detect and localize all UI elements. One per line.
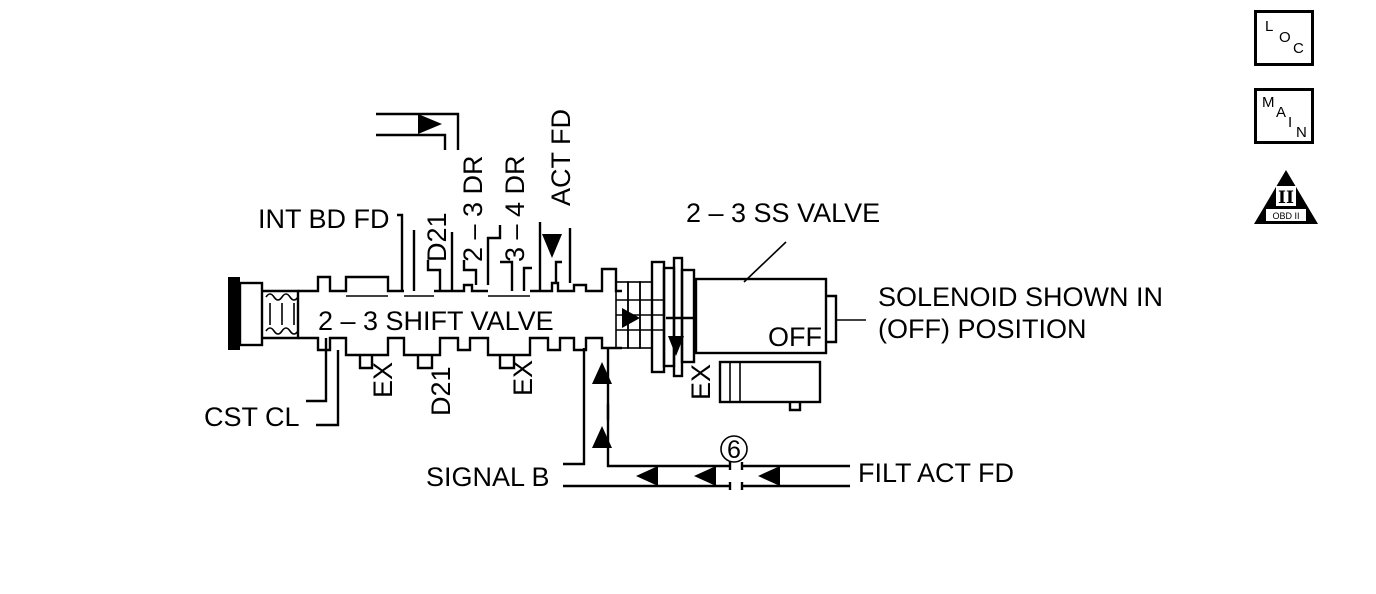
solenoid-state: OFF [768,322,822,352]
obd-ii-button[interactable]: II OBD II [1252,168,1320,226]
filt-act-fd-label: FILT ACT FD [858,458,1014,488]
main-letter-n: N [1296,124,1307,141]
main-letter-m: M [1262,94,1275,111]
obd-numeral: II [1278,188,1294,208]
ex-label-1: EX [368,362,398,398]
ss-passage [615,256,696,378]
solenoid-note-line2: (OFF) POSITION [878,314,1087,344]
solenoid-body [694,241,866,412]
main-letter-i: I [1288,114,1293,131]
loc-letter-l: L [1265,18,1274,35]
valve-label: 2 – 3 SHIFT VALVE [318,306,554,336]
lower-ports [306,338,516,427]
main-letter-a: A [1276,104,1287,121]
int-bd-fd-label: INT BD FD [258,204,390,234]
solenoid-note-line1: SOLENOID SHOWN IN [878,282,1163,312]
loc-letter-c: C [1293,40,1304,57]
main-button[interactable]: M A I N [1254,88,1314,144]
ex-label-3: EX [686,364,716,400]
loc-button[interactable]: L O C [1254,10,1314,66]
signal-b-label: SIGNAL B [426,462,550,492]
dr-34-label: 3 – 4 DR [500,155,530,262]
upper-ports [376,112,572,291]
loc-letter-o: O [1279,29,1291,46]
dr-23-label: 2 – 3 DR [458,155,488,262]
ss-valve-label: 2 – 3 SS VALVE [686,198,880,228]
valve-spring [228,277,300,350]
d21-bottom-label: D21 [426,366,456,416]
obd-text: OBD II [1272,211,1299,221]
orifice-number: 6 [727,436,741,464]
valve-bore [298,267,622,357]
act-fd-label: ACT FD [546,109,576,206]
d21-top-label: D21 [422,212,452,262]
cst-cl-label: CST CL [204,402,300,432]
ex-label-2: EX [508,360,538,396]
act-fd-arrow [542,234,562,258]
signal-passage [563,348,850,490]
